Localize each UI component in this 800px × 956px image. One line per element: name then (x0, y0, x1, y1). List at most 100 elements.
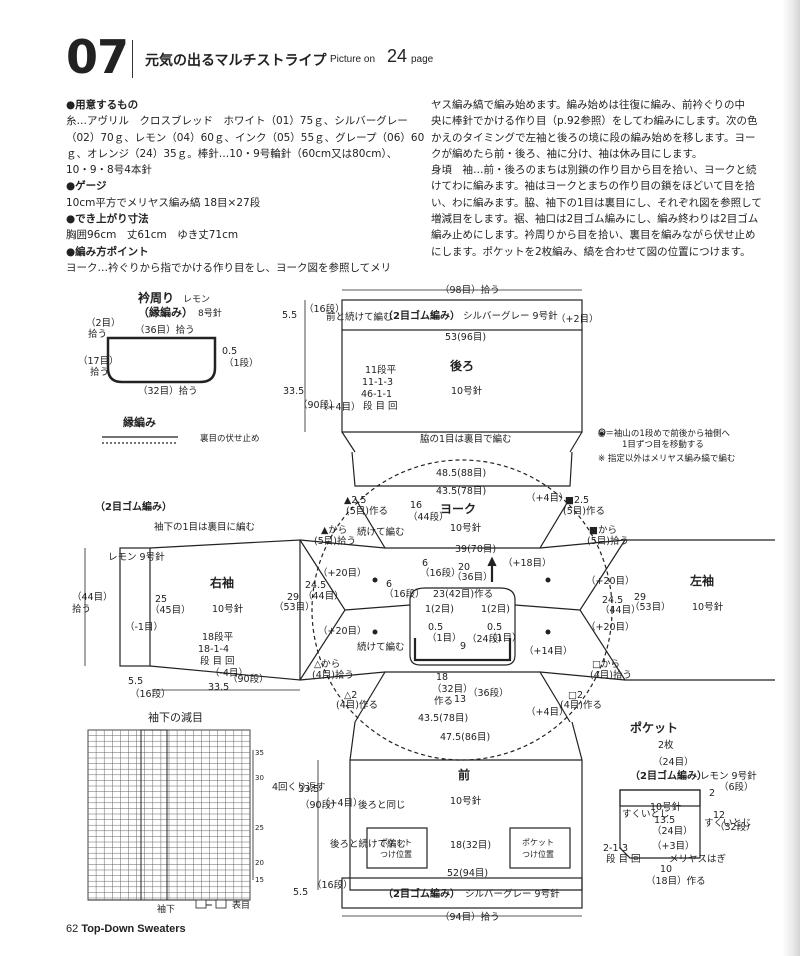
label-rs-note: 袖下の1目は裏目に編む (154, 521, 255, 533)
label-front-pocket2: ポケット (522, 838, 554, 847)
label-yoke-p20c: （+20目） (586, 575, 635, 587)
label-pk-rib-color: レモン 9号針 (700, 770, 757, 782)
label-yoke-36: （36目） (452, 571, 493, 583)
label-yoke-9: 9 (460, 641, 466, 652)
label-rs-55: 5.5 (128, 676, 143, 687)
label-dec-bottom: 袖下 (157, 903, 175, 915)
instruction-line: 増減目をします。裾、袖口は2目ゴム編みにし、編み終わりは2目ゴム (431, 213, 759, 226)
label-yoke-13: 13 (454, 694, 466, 705)
label-yoke-18p: （+18目） (503, 557, 552, 569)
label-ls-needle: 10号針 (692, 601, 724, 613)
label-pk-6: （6段） (719, 781, 754, 793)
materials-line: （02）70ｇ、レモン（04）60ｇ、インク（05）55ｇ、グレープ（06）60 (66, 131, 425, 144)
label-rs-t2: 18-1-4 (198, 644, 229, 655)
instruction-line: 央に棒針でかける作り目（p.92参照）をしてわ編みにします。次の色 (431, 115, 758, 128)
label-legend1b: 1目ずつ目を移動する (622, 439, 704, 450)
label-yoke-6b: 6 (422, 558, 428, 569)
label-front-16: （16段） (312, 879, 353, 891)
label-yoke-16db: （16段） (420, 567, 461, 579)
label-rs-29: 29 (287, 592, 299, 603)
label-collar-36: （36目）拾う (135, 324, 195, 336)
materials-line: ●編み方ポイント (66, 245, 149, 258)
label-dec-r20: 20 (255, 859, 264, 867)
label-yoke-1a: 1(2目) (425, 604, 454, 615)
label-dec-r30: 30 (255, 774, 264, 782)
label-collar-17b: 拾う (90, 366, 109, 378)
label-back-p4: （+4目） (318, 401, 361, 413)
label-yoke-needle: 10号針 (450, 522, 482, 534)
label-pk-24b: （24目） (652, 825, 693, 837)
label-collar-needle: 8号針 (198, 307, 222, 319)
label-rs-335: 33.5 (208, 682, 229, 693)
label-back-485: 48.5(88目) (436, 468, 486, 479)
label-side-note: 脇の1目は裏目で編む (420, 433, 512, 445)
label-yoke-18: 18 (436, 672, 448, 683)
label-rs-25: 25 (155, 594, 167, 605)
back-body (341, 330, 583, 433)
label-collar-17: （17目） (78, 355, 119, 367)
materials-line: ｇ、オレンジ（24）35ｇ。棒針…10・9号輪針（60cm又は80cm）、 (66, 147, 398, 160)
instruction-line: ヤス編み縞で編み始めます。編み始めは往復に編み、前衿ぐりの中 (431, 99, 745, 111)
label-sq-b3: □から (592, 659, 620, 670)
instruction-line: にします。ポケットを2枚編み、縞を合わせて図の位置につけます。 (431, 245, 751, 258)
label-yoke-39: 39(70目) (455, 544, 496, 555)
yoke-lower (354, 671, 571, 723)
label-pk-title: ポケット (630, 720, 678, 735)
decrease-chart (87, 729, 254, 909)
materials-line: ヨーク…衿ぐりから指でかける作り目をし、ヨーク図を参照してメリ (66, 261, 392, 274)
instruction-line: 編み止めにします。衿周りから目を拾い、裏目を編みながら伏せ止め (431, 229, 756, 242)
label-back-t3: 46-1-1 (361, 389, 392, 400)
label-yoke-05b: 0.5 (487, 622, 502, 633)
label-rs-title: 右袖 (209, 575, 234, 590)
label-front-rib: （2目ゴム編み） (383, 887, 460, 900)
label-front-cont: 後ろと続けて編む (330, 838, 406, 850)
label-collar-1: （1段） (224, 357, 259, 369)
label-back-90: （90段） (298, 399, 339, 411)
label-collar-color: レモン (183, 295, 210, 305)
label-yoke-16d: （16段） (384, 588, 425, 600)
label-front-pocket1: ポケット (380, 838, 412, 847)
label-pk-2: 2 (709, 788, 715, 799)
label-front-435: 43.5(78目) (418, 713, 468, 724)
label-rs-45: （45目） (150, 604, 191, 616)
label-yoke-6: 6 (386, 579, 392, 590)
label-back-p2: （+2目） (556, 313, 599, 325)
label-rs-53: （53目） (274, 601, 315, 613)
label-ls-29: 29 (634, 592, 646, 603)
label-yoke-1b: 1(2目) (481, 604, 510, 615)
label-tri-a4: (5目)拾う (314, 535, 356, 547)
materials-line: ●でき上がり寸法 (66, 213, 149, 226)
label-back-335: 33.5 (283, 386, 304, 397)
label-tri-b2: (4目)作る (336, 699, 378, 711)
label-pk-24: （24目） (653, 756, 694, 768)
label-front-pocket1b: つけ位置 (380, 849, 412, 859)
label-pk-count: 2枚 (658, 739, 674, 751)
label-tri-b3: △から (314, 659, 340, 670)
page-number: 62 (66, 923, 79, 935)
label-rs-t1: 18段平 (202, 631, 234, 643)
label-yoke-23: 23(42目)作る (433, 588, 493, 600)
label-sq-a3: ■から (589, 525, 617, 536)
label-collar-2b: 拾う (88, 328, 107, 340)
label-rs-90: （90段） (228, 673, 269, 685)
label-front-needle: 10号針 (450, 795, 482, 807)
label-yoke-make: 作る (434, 695, 453, 707)
label-sq-b4: (4目)拾う (590, 669, 632, 681)
label-rs-m4: （-4目） (210, 667, 248, 679)
label-rs-16: （16段） (130, 688, 171, 700)
instructions-text: ヤス編み縞で編み始めます。編み始めは往復に編み、前衿ぐりの中央に棒針でかける作り… (431, 97, 762, 260)
yoke-upper (354, 497, 571, 549)
label-yoke-05a: 0.5 (428, 622, 443, 633)
label-yoke-1da: （1目） (427, 632, 462, 644)
label-tri-a: ▲2.5 (344, 495, 366, 506)
pocket-rib (619, 789, 701, 807)
label-pk-12: 12 (713, 810, 725, 821)
materials-line: ●ゲージ (66, 180, 107, 193)
label-sq-b2: (4目)作る (560, 699, 602, 711)
label-rs-rib: （2目ゴム編み） (95, 500, 172, 513)
label-legend1: ◉＝袖山の1段めで前後から袖側へ (598, 428, 730, 439)
label-sq-a4: (5目)拾う (587, 535, 629, 547)
header-divider (132, 40, 133, 78)
pocket-right-mark (509, 827, 571, 869)
label-yoke-cont2: 続けて編む (357, 641, 405, 653)
